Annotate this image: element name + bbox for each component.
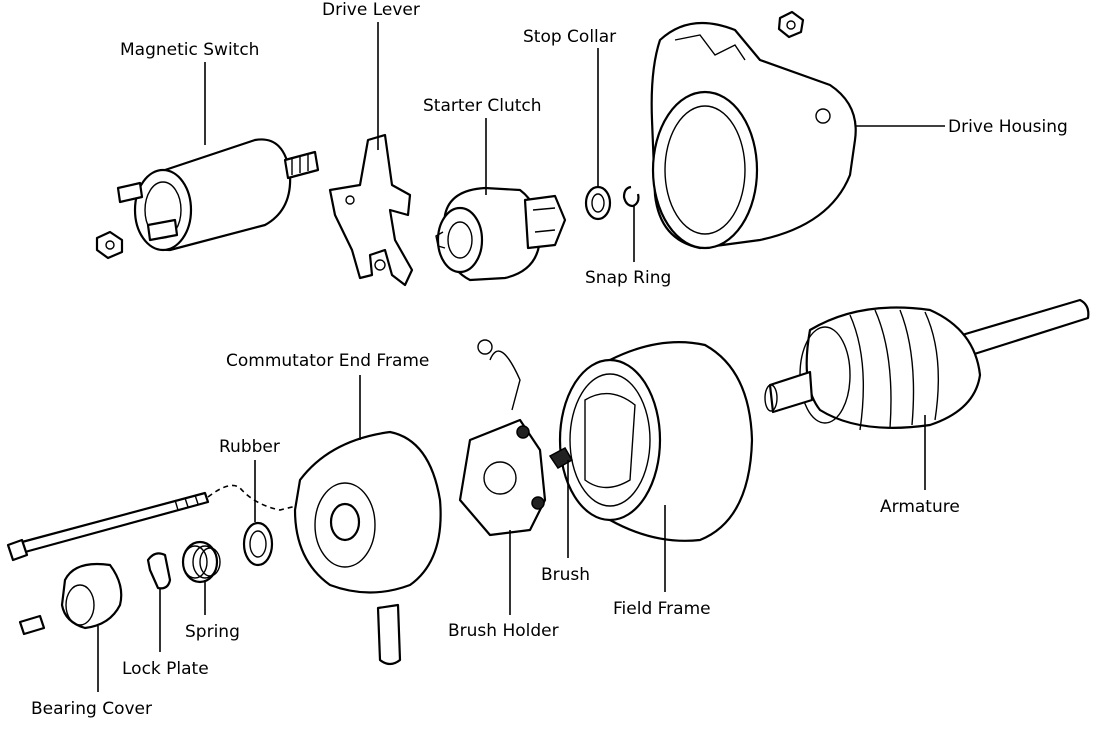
label-spring: Spring — [185, 622, 240, 642]
label-stop-collar: Stop Collar — [523, 27, 616, 47]
label-drive-housing: Drive Housing — [948, 117, 1068, 137]
stop-collar-part — [584, 185, 612, 221]
label-starter-clutch: Starter Clutch — [423, 96, 542, 116]
commutator-end-frame-part — [293, 430, 442, 666]
label-bearing-cover: Bearing Cover — [31, 699, 152, 719]
drive-housing-part — [650, 10, 857, 250]
label-lock-plate: Lock Plate — [122, 659, 209, 679]
label-field-frame: Field Frame — [613, 599, 711, 619]
through-bolt-part — [6, 484, 301, 562]
field-frame-part — [548, 341, 754, 542]
starter-clutch-part — [435, 186, 567, 282]
leader-lines — [97, 22, 945, 692]
labels: Drive Lever Magnetic Switch Stop Collar … — [31, 0, 1068, 719]
magnetic-switch-part — [95, 138, 320, 260]
label-brush: Brush — [541, 565, 590, 585]
rubber-part — [242, 521, 274, 567]
brush-holder-part — [458, 339, 547, 537]
spring-part — [181, 540, 221, 584]
lock-plate-part — [146, 552, 172, 590]
bearing-cover-part — [18, 562, 123, 636]
drive-lever-part — [328, 133, 414, 287]
label-drive-lever: Drive Lever — [322, 0, 420, 20]
label-magnetic-switch: Magnetic Switch — [120, 40, 259, 60]
label-snap-ring: Snap Ring — [585, 268, 671, 288]
label-brush-holder: Brush Holder — [448, 621, 559, 641]
label-armature: Armature — [880, 497, 960, 517]
label-commutator-end-frame: Commutator End Frame — [226, 351, 429, 371]
armature-part — [764, 298, 1090, 431]
snap-ring-part — [622, 185, 640, 208]
label-rubber: Rubber — [219, 437, 280, 457]
